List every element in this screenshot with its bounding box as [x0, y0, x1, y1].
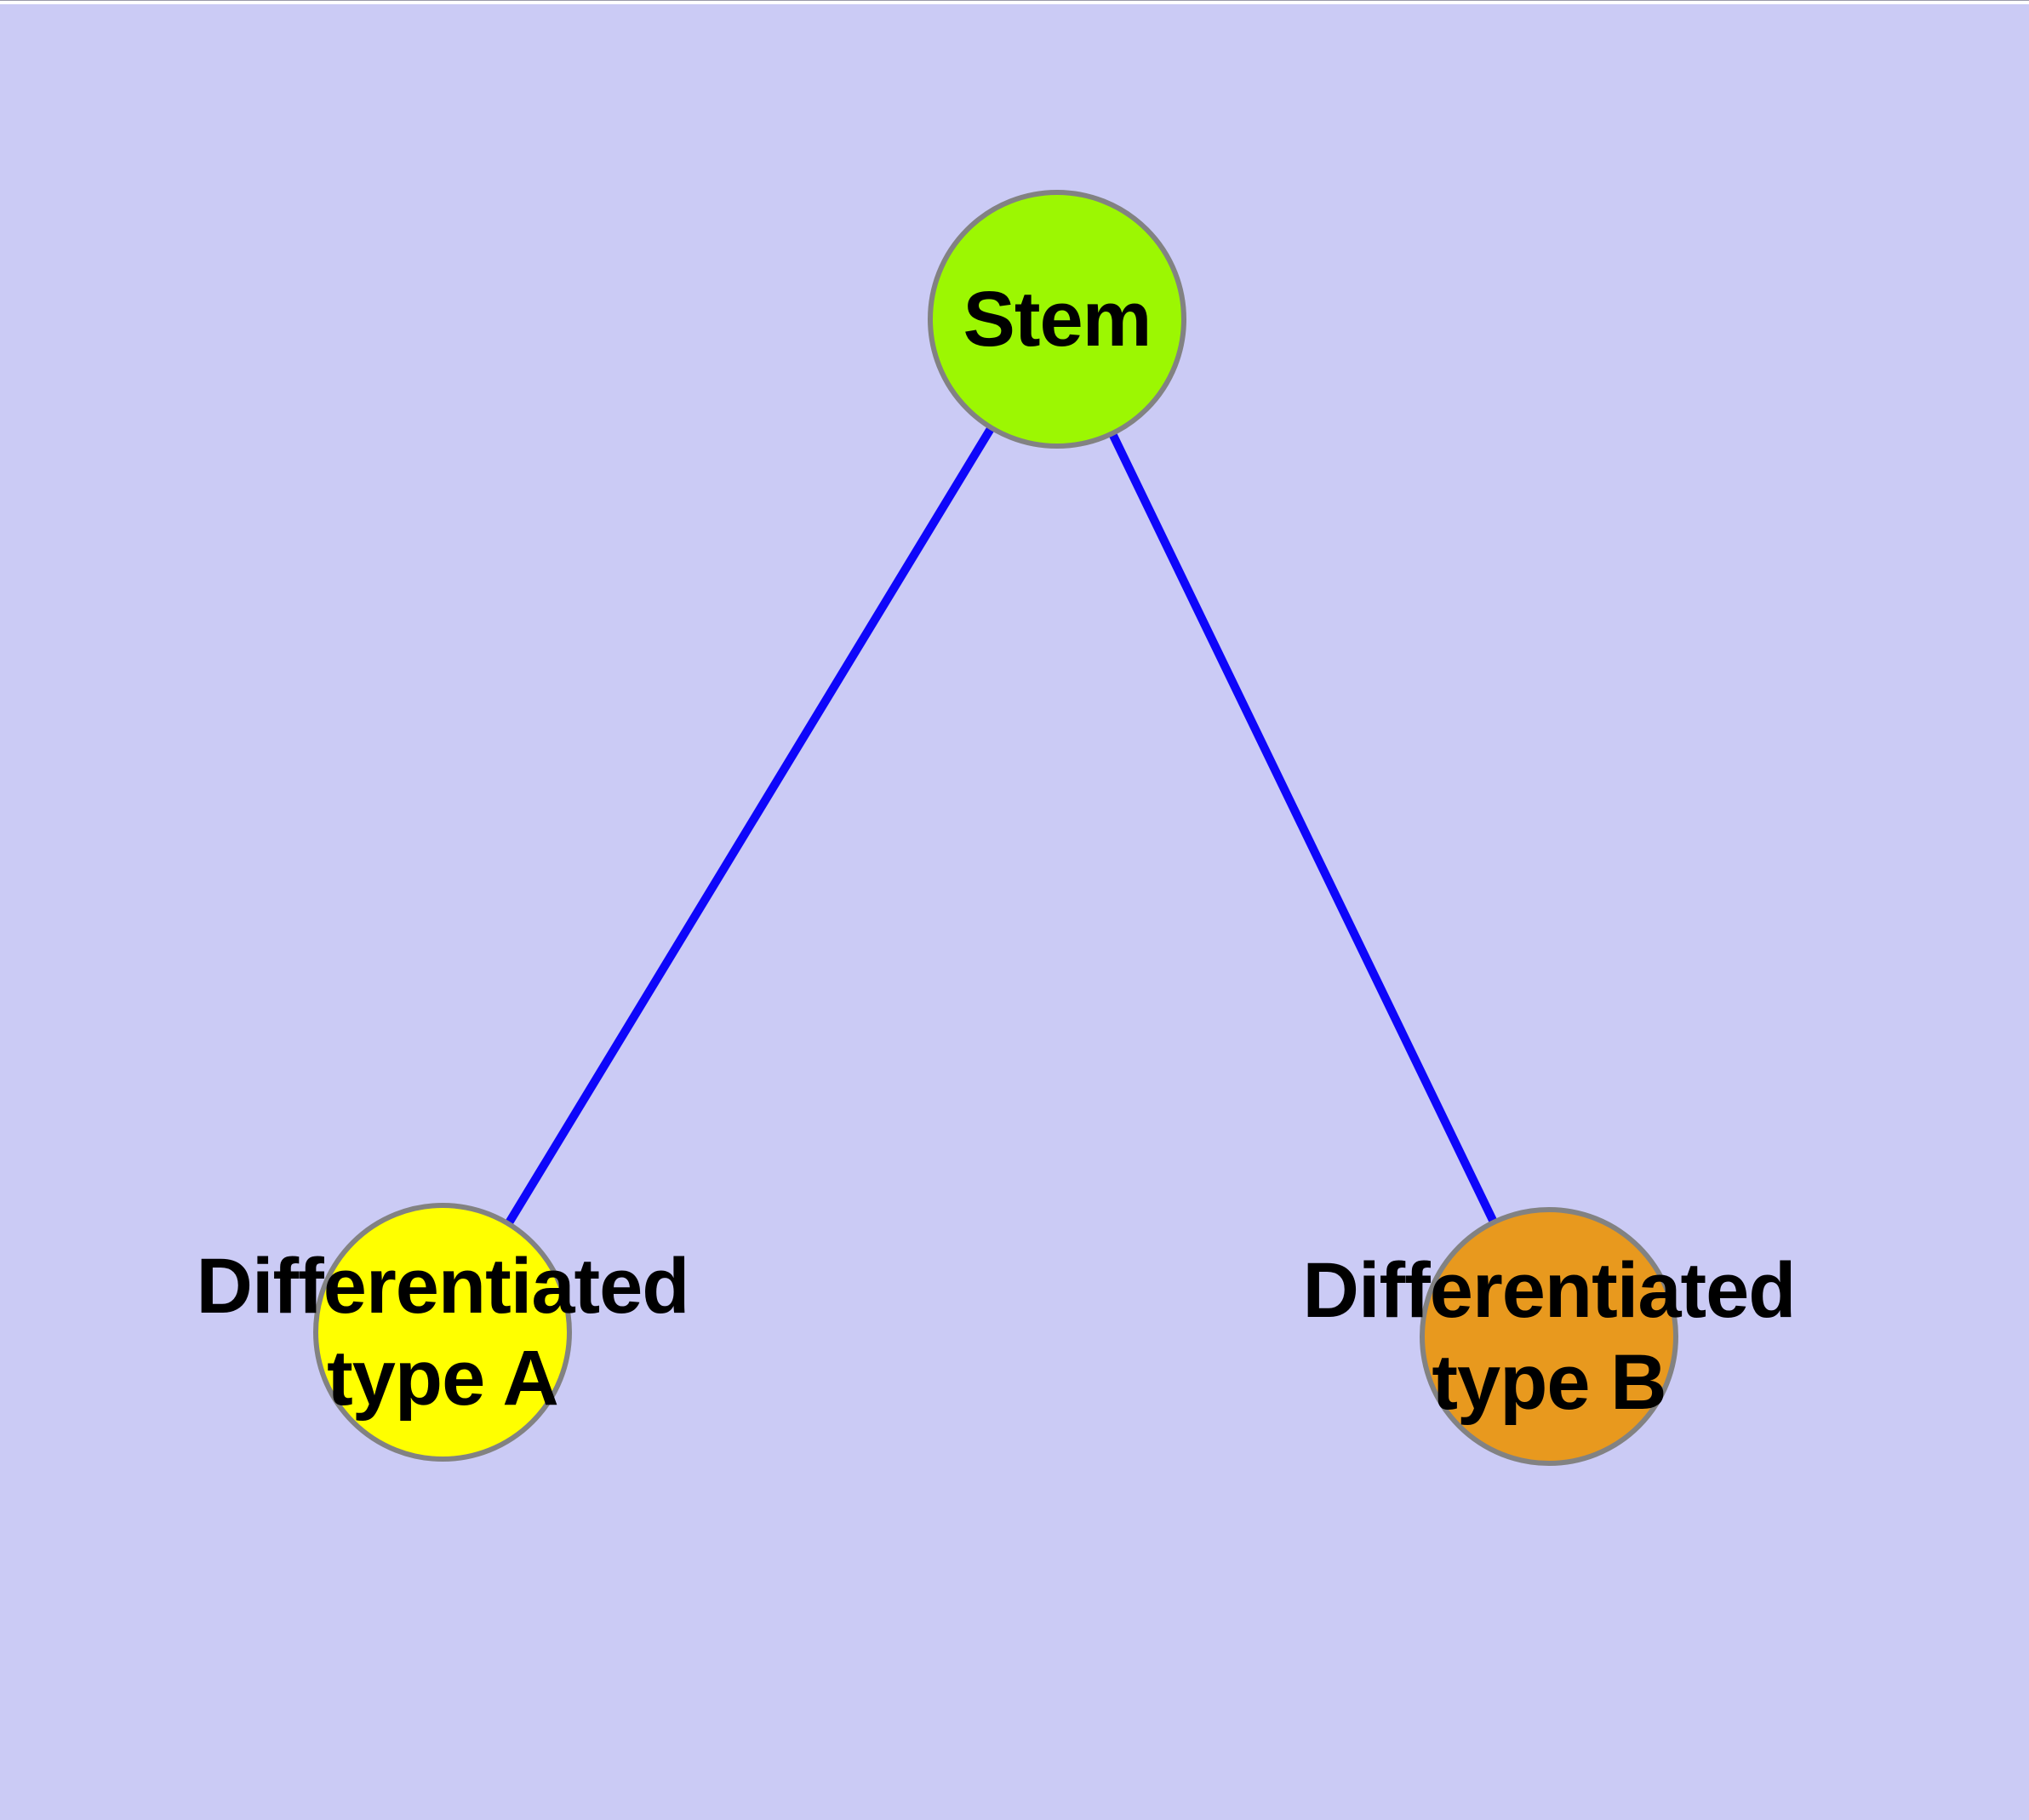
node-label-type-a-line2: type A [327, 1335, 559, 1422]
node-circle-differentiated-type-b [1420, 1207, 1678, 1466]
node-label-stem-text: Stem [963, 276, 1152, 363]
window-top-edge [0, 0, 2029, 4]
node-circle-differentiated-type-a [313, 1203, 572, 1462]
node-label-differentiated-type-a: Differentiated type A [196, 1240, 690, 1424]
node-circle-stem [928, 190, 1186, 449]
edge-stem-to-type-b [1053, 317, 1553, 1339]
node-label-type-a-line1: Differentiated [196, 1243, 690, 1330]
node-label-differentiated-type-b: Differentiated type B [1302, 1245, 1797, 1428]
edge-stem-to-type-a [438, 317, 1061, 1335]
node-label-stem: Stem [963, 273, 1152, 365]
node-label-type-b-line1: Differentiated [1302, 1247, 1797, 1334]
node-label-type-b-line2: type B [1432, 1339, 1666, 1426]
